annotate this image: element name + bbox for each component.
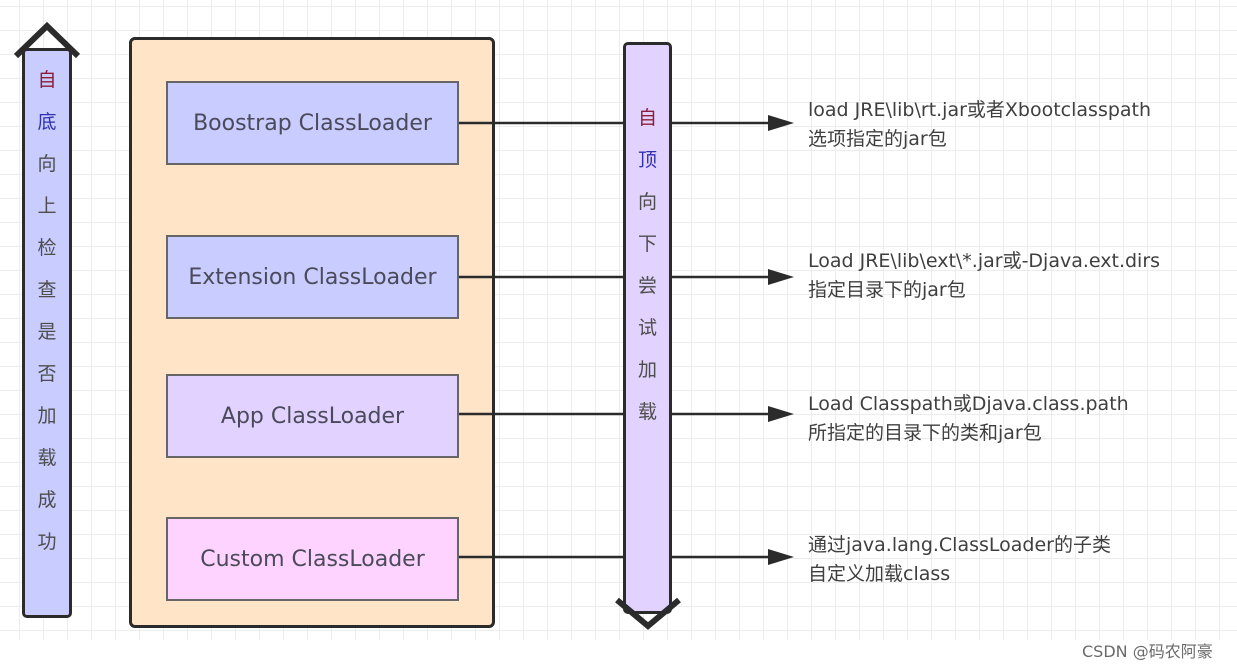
bottom-up-label-char: 功 (37, 531, 57, 553)
bottom-up-label-char: 检 (37, 237, 57, 259)
custom-classloader-box: Custom ClassLoader (166, 517, 459, 601)
app-description-line2: 所指定的目录下的类和jar包 (808, 422, 1042, 444)
bottom-up-label-char: 加 (37, 405, 57, 427)
custom-description-line1: 通过java.lang.ClassLoader的子类 (808, 534, 1111, 556)
bootstrap-arrowhead-icon (768, 115, 794, 131)
extension-description-line2: 指定目录下的jar包 (808, 279, 966, 301)
bottom-up-label-char: 否 (37, 363, 57, 385)
top-down-label-char: 载 (637, 401, 657, 423)
app-description-line1: Load Classpath或Djava.class.path (808, 393, 1129, 415)
extension-classloader-box: Extension ClassLoader (166, 235, 459, 319)
extension-description-line1: Load JRE\lib\ext\*.jar或-Djava.ext.dirs (808, 250, 1161, 272)
top-down-label-char: 尝 (637, 275, 657, 297)
down-arrowhead-icon (615, 597, 681, 630)
app-arrowhead-icon (768, 406, 794, 422)
bottom-up-label-char: 查 (37, 279, 57, 301)
bootstrap-description-line2: 选项指定的jar包 (808, 128, 947, 150)
extension-arrowhead-icon (768, 269, 794, 285)
app-classloader-box: App ClassLoader (166, 374, 459, 458)
custom-description-line2: 自定义加载class (808, 563, 951, 585)
bottom-up-label-char: 向 (37, 153, 57, 175)
bottom-up-label-char: 自 (37, 69, 57, 91)
bottom-up-label-char: 是 (37, 321, 57, 343)
bootstrap-classloader-box: Boostrap ClassLoader (166, 81, 459, 165)
app-description: Load Classpath或Djava.class.path 所指定的目录下的… (808, 390, 1129, 448)
extension-description: Load JRE\lib\ext\*.jar或-Djava.ext.dirs 指… (808, 247, 1160, 305)
top-down-label-char: 向 (637, 191, 657, 213)
bootstrap-description-line1: load JRE\lib\rt.jar或者Xbootclasspath (808, 99, 1152, 121)
custom-description: 通过java.lang.ClassLoader的子类 自定义加载class (808, 531, 1111, 589)
top-down-load-arrow: 自顶向下尝试加载 (623, 42, 672, 614)
custom-arrowhead-icon (768, 549, 794, 565)
watermark: CSDN @码农阿豪 (1082, 642, 1213, 661)
bootstrap-description: load JRE\lib\rt.jar或者Xbootclasspath 选项指定… (808, 96, 1151, 154)
bottom-margin (0, 640, 1237, 669)
bottom-up-label-char: 载 (37, 447, 57, 469)
top-down-label-char: 下 (637, 233, 657, 255)
bottom-up-label-char: 成 (37, 489, 57, 511)
bottom-up-label-char: 上 (37, 195, 57, 217)
top-down-label-char: 加 (637, 359, 657, 381)
top-down-label-char: 自 (637, 107, 657, 129)
bottom-up-label-char: 底 (37, 111, 57, 133)
top-down-label-char: 试 (637, 317, 657, 339)
top-down-label-char: 顶 (637, 149, 657, 171)
up-arrowhead-icon (13, 21, 81, 59)
bottom-up-check-arrow: 自底向上检查是否加载成功 (22, 48, 72, 618)
